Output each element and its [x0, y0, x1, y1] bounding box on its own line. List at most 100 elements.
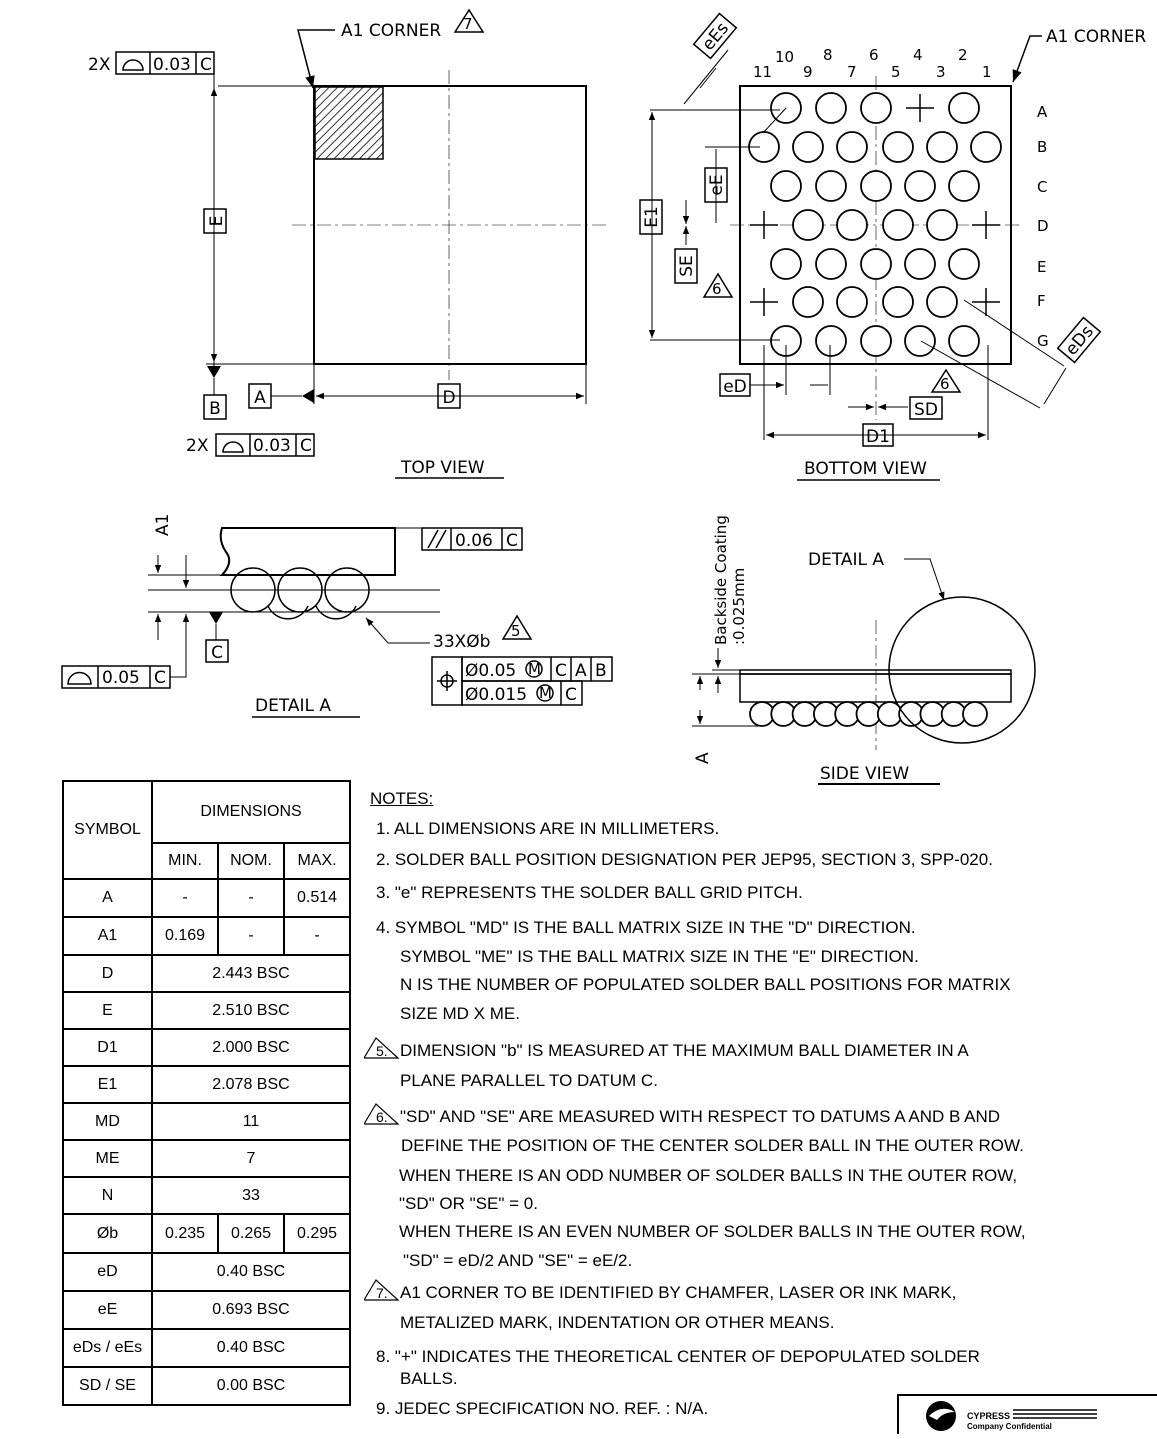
svg-text:F: F: [1037, 292, 1046, 310]
row-symbol: eE: [62, 1290, 153, 1330]
flatness-datum-bottom: C: [300, 436, 312, 456]
position-datum-c: C: [565, 685, 577, 705]
bottom-view-title: BOTTOM VIEW: [804, 459, 927, 479]
solder-ball: [860, 325, 892, 357]
row-symbol: eD: [62, 1252, 153, 1292]
datum-c: C: [211, 643, 223, 663]
header-min: MIN.: [151, 842, 219, 880]
parallelism-datum: C: [506, 531, 518, 551]
note-6-number: 6.: [376, 1109, 388, 1125]
svg-text:11: 11: [753, 63, 772, 81]
solder-ball: [970, 131, 1002, 163]
top-view-title: TOP VIEW: [400, 458, 485, 478]
note-7b: METALIZED MARK, INDENTATION OR OTHER MEA…: [400, 1313, 835, 1332]
row-letters: A B C D E F G: [1037, 103, 1049, 350]
note-3: 3. "e" REPRESENTS THE SOLDER BALL GRID P…: [376, 883, 803, 902]
svg-text:4: 4: [913, 46, 923, 64]
row-min: 0.235: [151, 1213, 219, 1254]
row-symbol: E: [62, 991, 153, 1030]
note-ref-7: 7: [463, 15, 473, 33]
side-detail-label: DETAIL A: [808, 550, 884, 570]
solder-ball: [836, 131, 868, 163]
note-6: "SD" AND "SE" ARE MEASURED WITH RESPECT …: [400, 1107, 1001, 1126]
row-max: 0.295: [283, 1213, 351, 1254]
flatness-detail-value: 0.05: [102, 668, 140, 688]
dim-sd: SD: [914, 400, 938, 420]
row-value: 11: [151, 1102, 351, 1141]
notes-title: NOTES:: [370, 789, 434, 808]
note-5: DIMENSION "b" IS MEASURED AT THE MAXIMUM…: [400, 1041, 969, 1060]
mmc-modifier-2: M: [539, 684, 552, 702]
row-value: 33: [151, 1176, 351, 1215]
note-4b: SYMBOL "ME" IS THE BALL MATRIX SIZE IN T…: [400, 947, 919, 966]
dim-d-label: D: [442, 388, 455, 408]
row-min: -: [151, 878, 219, 918]
depopulated-position-cross: [750, 211, 778, 239]
solder-ball: [882, 286, 914, 318]
position-datum-1: C: [555, 661, 567, 681]
detail-a-title: DETAIL A: [255, 696, 331, 716]
a1-corner-label: A1 CORNER: [341, 21, 441, 41]
solder-ball: [860, 92, 892, 124]
datum-b: B: [209, 399, 221, 419]
bottom-view: 10 8 6 4 2 11 9 7 5 3 1 A B C D E F G A1…: [639, 12, 1146, 481]
dim-e-label: E: [207, 216, 227, 227]
depopulated-position-cross: [972, 288, 1000, 316]
row-value: 7: [151, 1139, 351, 1178]
solder-ball: [815, 170, 847, 202]
svg-text:5: 5: [891, 63, 901, 81]
row-symbol: eDs / eEs: [62, 1328, 153, 1368]
solder-ball: [860, 248, 892, 280]
note-6b: DEFINE THE POSITION OF THE CENTER SOLDER…: [401, 1136, 1024, 1155]
solder-ball: [904, 248, 936, 280]
row-nom: 0.265: [217, 1213, 285, 1254]
column-numbers: 10 8 6 4 2 11 9 7 5 3 1: [753, 46, 992, 81]
position-tol-1: Ø0.05: [465, 661, 516, 681]
solder-ball: [792, 286, 824, 318]
note-ref-5: 5: [511, 622, 521, 640]
dim-se: SE: [677, 255, 697, 277]
solder-ball: [836, 286, 868, 318]
solder-ball: [770, 170, 802, 202]
solder-ball: [882, 209, 914, 241]
a1-corner-hatch: [314, 86, 384, 160]
a1-corner-label-bottom: A1 CORNER: [1046, 27, 1146, 47]
note-ref-6-se: 6: [712, 280, 722, 298]
note-5-number: 5.: [376, 1043, 388, 1059]
side-solder-ball: [791, 701, 818, 727]
detail-a: A1 C 0.06 C 33XØb 5 Ø0.05 M C A B Ø0.015…: [61, 514, 613, 718]
note-6d: "SD" OR "SE" = 0.: [399, 1194, 538, 1213]
flatness-value: 0.03: [153, 55, 191, 75]
solder-ball: [770, 248, 802, 280]
package-drawing: A1 CORNER 7 2X 0.03 C E B A D: [61, 8, 1146, 780]
logo-subtitle: Company Confidential: [967, 1422, 1052, 1431]
depopulated-position-cross: [906, 94, 934, 122]
table-row: A--0.514: [62, 878, 351, 918]
svg-text:D: D: [1037, 217, 1049, 235]
note-8: 8. "+" INDICATES THE THEORETICAL CENTER …: [376, 1347, 980, 1366]
svg-text:A: A: [1037, 103, 1048, 121]
solder-ball: [792, 131, 824, 163]
note-6c: WHEN THERE IS AN ODD NUMBER OF SOLDER BA…: [399, 1166, 1018, 1185]
solder-ball: [815, 92, 847, 124]
solder-ball: [948, 325, 980, 357]
row-value: 2.443 BSC: [151, 954, 351, 993]
svg-text:B: B: [1037, 138, 1047, 156]
coating-label: Backside Coating: [712, 515, 730, 645]
side-substrate: [739, 673, 1012, 703]
row-value: 0.40 BSC: [151, 1252, 351, 1292]
note-ref-6-sd: 6: [940, 375, 950, 393]
row-symbol: E1: [62, 1065, 153, 1104]
dim-eds: eDs: [1062, 322, 1098, 360]
note-2: 2. SOLDER BALL POSITION DESIGNATION PER …: [376, 850, 993, 869]
depopulated-position-cross: [750, 288, 778, 316]
solder-ball: [904, 170, 936, 202]
cypress-logo-block: CYPRESS Company Confidential: [897, 1394, 1157, 1434]
solder-ball: [815, 248, 847, 280]
